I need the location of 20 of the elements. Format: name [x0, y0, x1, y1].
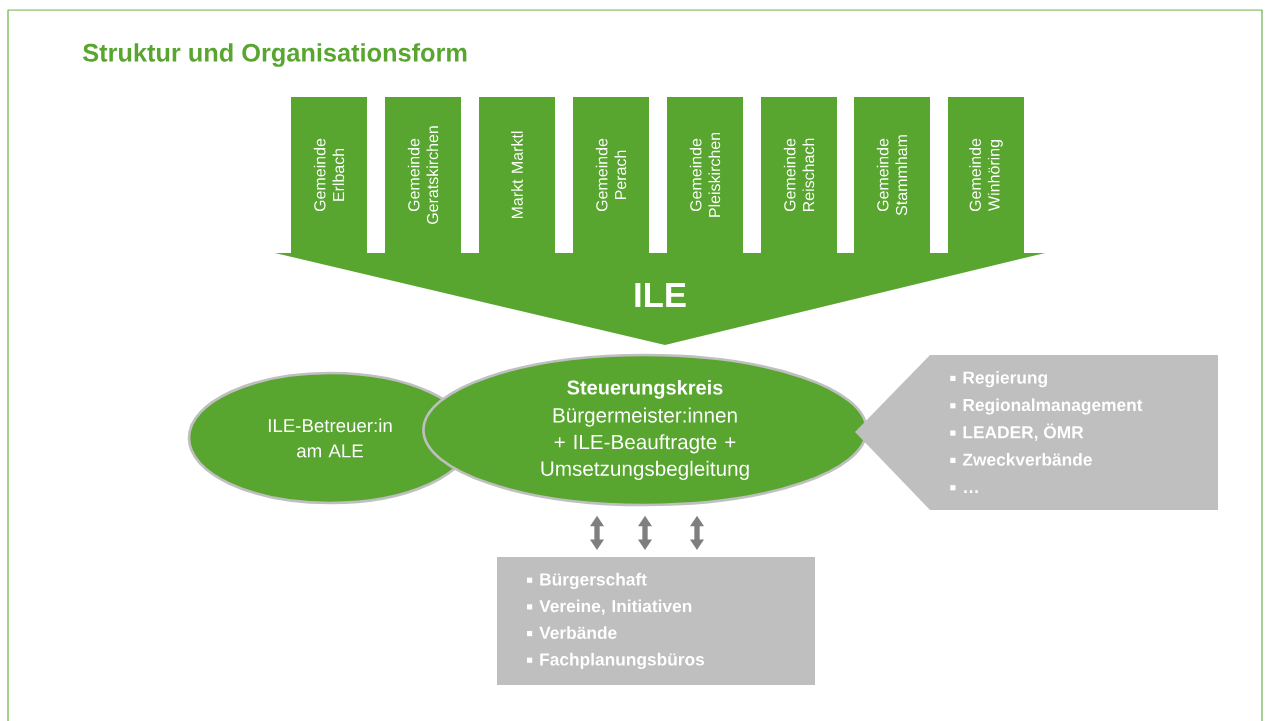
node-label: Gemeinde Geratskirchen: [407, 126, 439, 224]
column-box: Markt Marktl: [479, 97, 555, 253]
node-label: Gemeinde Stammham: [876, 135, 908, 216]
pentagon-box: Regierung Regionalmanagement LEADER, ÖMR Zweckverbände …: [855, 355, 1218, 510]
node-label: Gemeinde Pleiskirchen: [689, 132, 721, 217]
column-box: Gemeinde Pleiskirchen: [667, 97, 743, 253]
column-box: Gemeinde Geratskirchen: [385, 97, 461, 253]
column-box: Gemeinde Reischach: [761, 97, 837, 253]
column-box: Gemeinde Stammham: [854, 97, 930, 253]
node-label: Gemeinde Winhöring: [969, 138, 1003, 212]
list-box: Bürgerschaft Vereine, Initiativen Verbände Fachplanungsbüros: [497, 557, 815, 685]
node-label: Markt Marktl: [511, 131, 523, 219]
title: Struktur und Organisationsform: [83, 43, 467, 67]
node-label: Gemeinde Perach: [595, 138, 627, 212]
node-label: Gemeinde Reischach: [783, 138, 815, 212]
node-label: ILE: [635, 283, 686, 307]
node-label: Gemeinde Erlbach: [313, 138, 345, 212]
column-box: Gemeinde Winhöring: [948, 97, 1024, 253]
column-box: Gemeinde Erlbach: [291, 97, 367, 253]
column-box: Gemeinde Perach: [573, 97, 649, 253]
